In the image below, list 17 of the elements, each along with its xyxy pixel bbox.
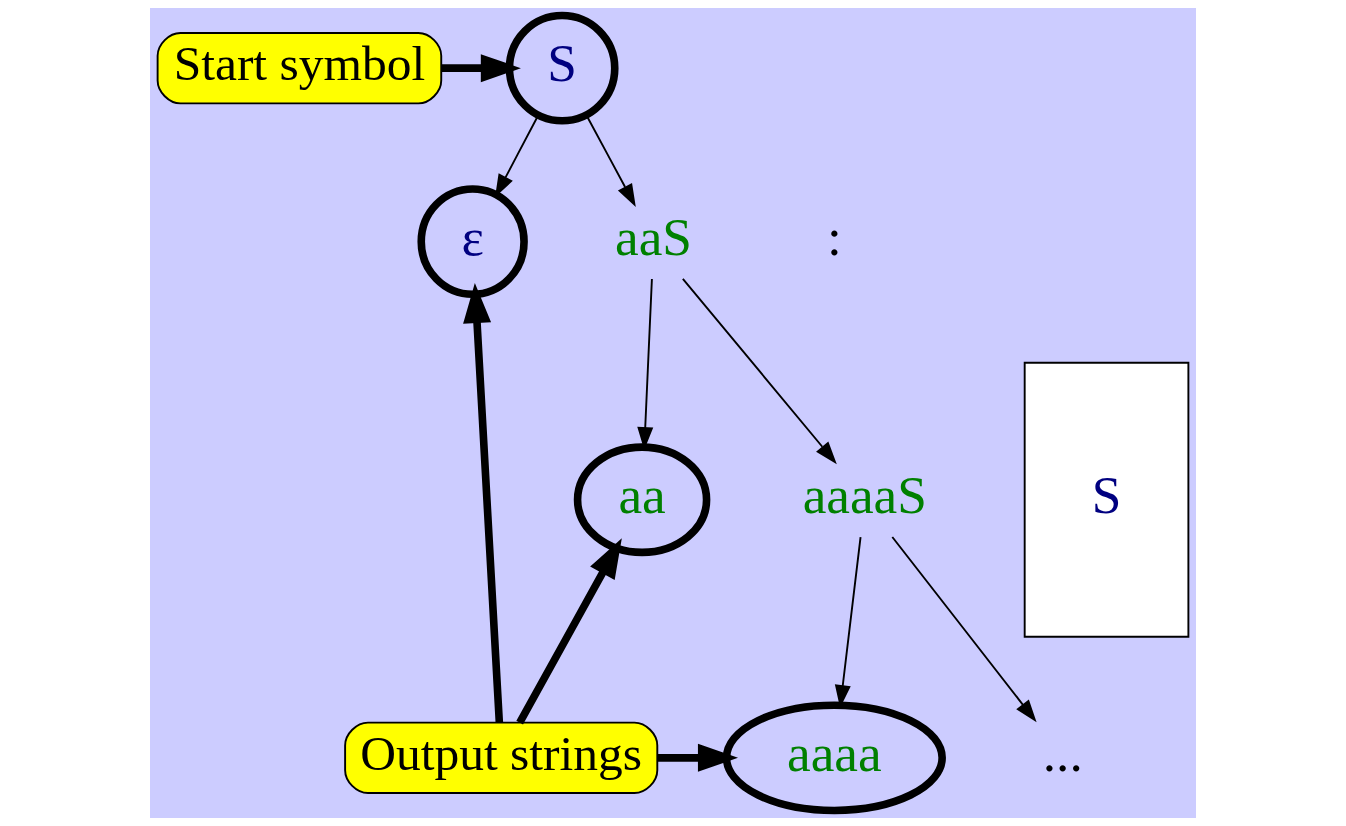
arrow — [657, 743, 738, 772]
node-box: Output strings — [344, 721, 659, 794]
node-box: S — [1023, 361, 1190, 638]
arrow — [463, 283, 504, 723]
arrow — [681, 278, 837, 465]
node-box: Start symbol — [156, 32, 443, 105]
node-circle: ε — [417, 185, 528, 299]
node-text: ... — [1042, 723, 1083, 783]
arrow — [891, 536, 1037, 723]
node-circle: S — [505, 11, 619, 125]
arrow — [516, 538, 622, 725]
arrow — [441, 54, 521, 83]
node-text: aaaaS — [802, 465, 927, 525]
label: : — [826, 207, 842, 267]
node-text: aaS — [615, 207, 692, 267]
node-ellipse: aaaa — [722, 701, 946, 815]
node-ellipse: aa — [573, 443, 711, 557]
